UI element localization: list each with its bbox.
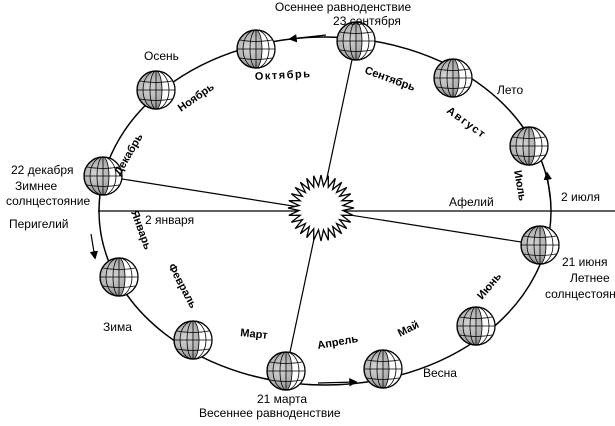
- season-spring-label: Весна: [423, 366, 457, 380]
- orbit-direction-arrow-icon: [89, 233, 99, 260]
- summer-solstice-label-1: 21 июня: [562, 255, 608, 269]
- month-march-label: Март: [240, 327, 269, 342]
- spring-equinox-label-2: Весеннее равноденствие: [199, 406, 341, 420]
- orbit-direction-arrow-icon: [543, 171, 553, 198]
- month-july-label: Июль: [511, 169, 528, 202]
- month-november-label: Ноябрь: [176, 81, 217, 115]
- month-april-label: Апрель: [316, 333, 359, 352]
- season-winter-label: Зима: [103, 320, 132, 334]
- winter-solstice-label-3: солнцестояние: [6, 194, 90, 208]
- spring-equinox-label-1: 21 марта: [257, 392, 307, 406]
- aphelion-date-label: 2 июля: [561, 190, 600, 204]
- perihelion-label: Перигелий: [9, 217, 68, 231]
- month-september-label: Сентябрь: [363, 65, 417, 94]
- winter-solstice-label-2: Зимнее: [15, 179, 58, 193]
- winter-solstice-label-1: 22 декабря: [11, 163, 73, 177]
- summer-solstice-label-3: солнцестояние: [545, 287, 615, 301]
- month-june-label: Июнь: [475, 271, 504, 302]
- season-autumn-label: Осень: [144, 49, 179, 63]
- summer-solstice-label-2: Летнее: [570, 271, 610, 285]
- month-february-label: Февраль: [165, 262, 199, 311]
- month-may-label: Май: [396, 319, 421, 340]
- month-december-label: Декабрь: [112, 131, 146, 177]
- orbit-direction-arrow-icon: [288, 34, 327, 43]
- season-summer-label: Лето: [497, 83, 524, 97]
- aphelion-label: Афелий: [449, 195, 494, 209]
- autumn-equinox-label-2: 23 сентября: [333, 14, 401, 28]
- perihelion-date-label: 2 января: [145, 213, 194, 227]
- orbit-direction-arrow-icon: [317, 377, 358, 387]
- month-october-label: Октябрь: [255, 68, 312, 83]
- sun-icon: [287, 174, 355, 242]
- autumn-equinox-label-1: Осеннее равноденствие: [275, 0, 412, 14]
- month-august-label: Август: [444, 105, 488, 142]
